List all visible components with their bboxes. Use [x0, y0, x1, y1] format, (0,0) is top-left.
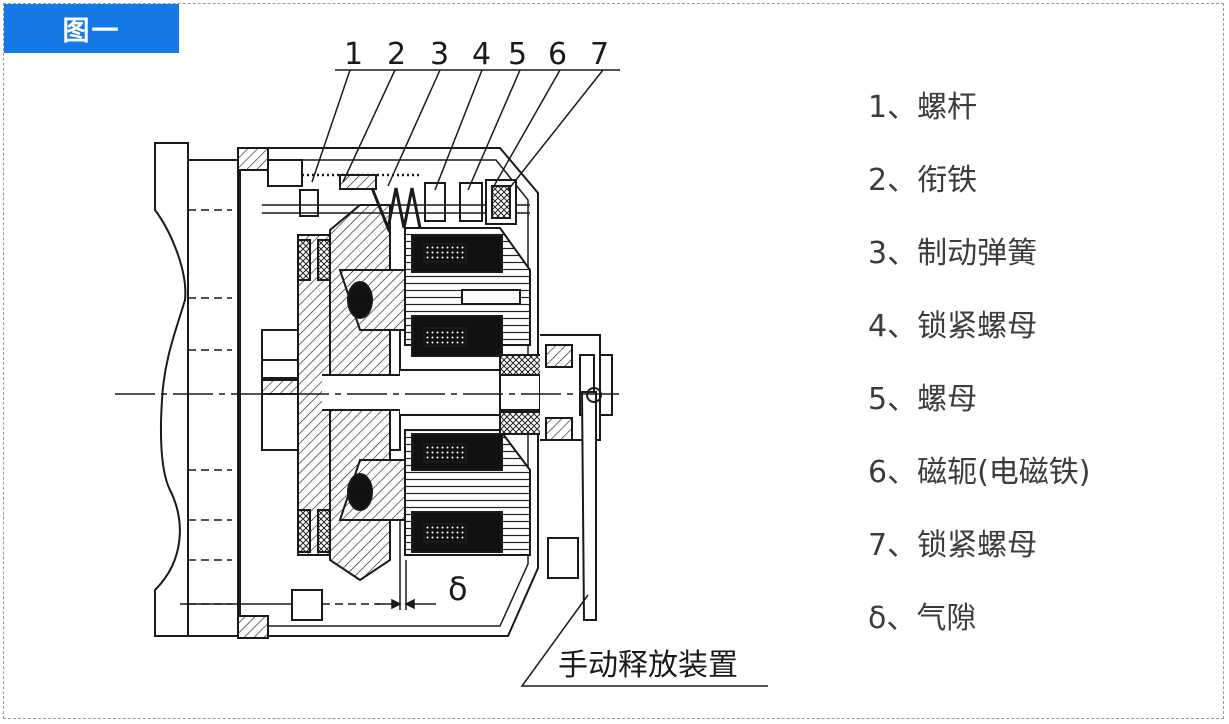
shaft — [322, 334, 601, 441]
callout-4: 4 — [472, 37, 491, 72]
brake-housing — [237, 147, 539, 639]
legend-item-5: 5、螺母 — [868, 382, 978, 417]
air-gap-dimension — [376, 520, 436, 610]
callout-leaders — [311, 69, 620, 191]
callout-1: 1 — [344, 37, 363, 72]
legend-item-6: 6、磁轭(电磁铁) — [868, 455, 1091, 490]
legend-item-2: 2、衔铁 — [868, 163, 978, 198]
legend-item-gap: δ、气隙 — [868, 601, 977, 636]
callout-5: 5 — [508, 37, 527, 72]
manual-release-lever — [547, 354, 613, 621]
manual-release-leader — [520, 594, 768, 687]
callout-7: 7 — [590, 37, 609, 72]
screw-assembly — [262, 159, 530, 234]
air-gap-symbol: δ — [448, 570, 468, 608]
legend-item-4: 4、锁紧螺母 — [868, 309, 1038, 344]
legend-item-3: 3、制动弹簧 — [868, 236, 1038, 271]
manual-release-label: 手动释放装置 — [558, 648, 738, 683]
legend-item-7: 7、锁紧螺母 — [868, 528, 1038, 563]
parts-legend: 1、螺杆 2、衔铁 3、制动弹簧 4、锁紧螺母 5、螺母 6、磁轭(电磁铁) 7… — [868, 84, 1208, 668]
bottom-screw — [180, 589, 380, 621]
legend-item-1: 1、螺杆 — [868, 90, 978, 125]
callout-numbers: 1 2 3 4 5 6 7 — [344, 37, 609, 72]
magnet-yoke — [404, 227, 531, 556]
callout-6: 6 — [548, 37, 567, 72]
motor-flange — [154, 142, 239, 637]
figure-tag: 图一 — [4, 4, 179, 53]
callout-2: 2 — [387, 37, 406, 72]
figure-frame — [3, 3, 1224, 719]
callout-3: 3 — [430, 37, 449, 72]
